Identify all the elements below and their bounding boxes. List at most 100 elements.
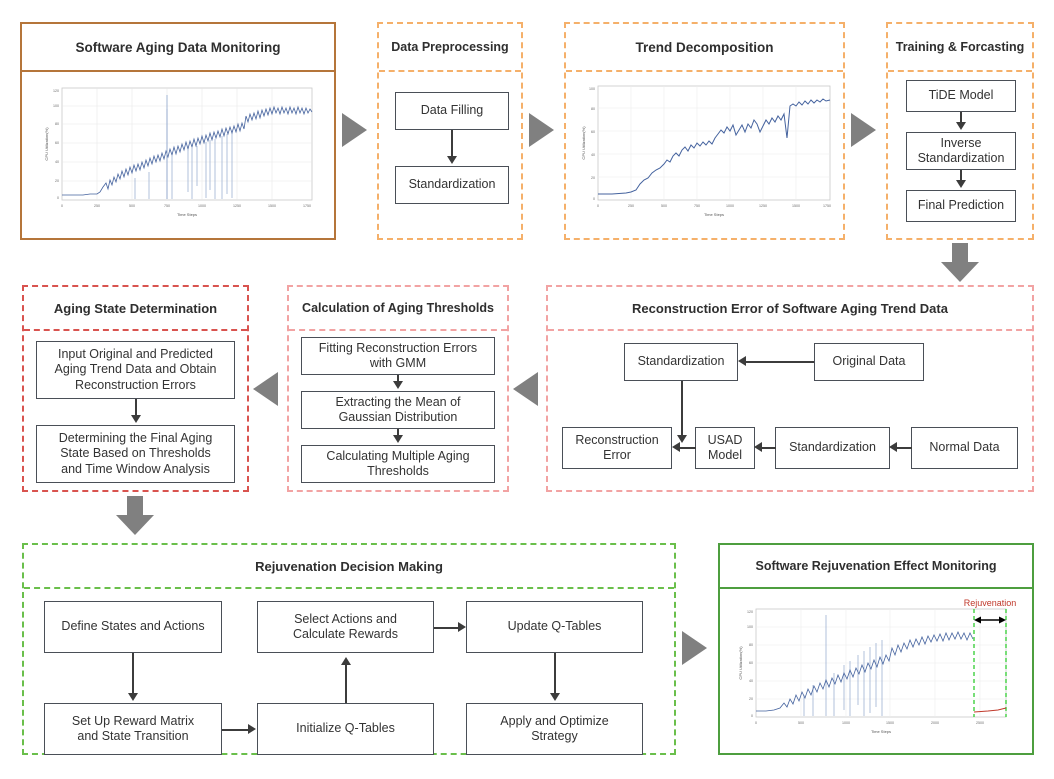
connector-original-to-standardization — [744, 361, 814, 363]
arrowhead-down-apply-optimize — [550, 693, 560, 701]
box-setup-reward-matrix[interactable]: Set Up Reward Matrix and State Transitio… — [44, 703, 222, 755]
connector-setup-to-initialize — [222, 729, 249, 731]
box-define-states-actions[interactable]: Define States and Actions — [44, 601, 222, 653]
arrowhead-down-training-1 — [956, 122, 966, 130]
connector-normal-to-standardization — [895, 447, 912, 449]
arrowhead-down-preprocessing — [447, 156, 457, 164]
box-update-q-tables[interactable]: Update Q-Tables — [466, 601, 643, 653]
svg-text:100: 100 — [747, 625, 753, 629]
connector-usad-to-recon-error — [678, 447, 696, 449]
svg-text:0: 0 — [61, 204, 63, 208]
arrowhead-down-aging-state — [131, 415, 141, 423]
box-inverse-standardization[interactable]: Inverse Standardization — [906, 132, 1016, 170]
arrowhead-down-thresholds-2 — [393, 435, 403, 443]
svg-text:1500: 1500 — [268, 204, 276, 208]
panel-body-preprocessing: Data Filling Standardization — [379, 72, 521, 238]
connector-thresholds-1 — [397, 375, 399, 383]
panel-title-rejuvenation-monitoring: Software Rejuvenation Effect Monitoring — [720, 545, 1032, 589]
panel-title-aging-state: Aging State Determination — [24, 287, 247, 331]
box-tide-model[interactable]: TiDE Model — [906, 80, 1016, 112]
svg-text:80: 80 — [591, 107, 595, 111]
box-calculating-multiple-thresholds[interactable]: Calculating Multiple Aging Thresholds — [301, 445, 495, 483]
box-select-actions-rewards[interactable]: Select Actions and Calculate Rewards — [257, 601, 434, 653]
svg-text:20: 20 — [591, 176, 595, 180]
box-final-prediction[interactable]: Final Prediction — [906, 190, 1016, 222]
svg-text:1500: 1500 — [792, 204, 800, 208]
box-fitting-reconstruction-errors[interactable]: Fitting Reconstruction Errors with GMM — [301, 337, 495, 375]
connector-define-to-setup — [132, 653, 134, 695]
connector-thresholds-2 — [397, 429, 399, 437]
connector-update-to-apply — [554, 653, 556, 695]
svg-text:Time Steps: Time Steps — [871, 729, 891, 734]
svg-text:750: 750 — [694, 204, 700, 208]
box-reconstruction-error[interactable]: Reconstruction Error — [562, 427, 672, 469]
arrow-head — [116, 515, 154, 535]
box-apply-optimize-strategy[interactable]: Apply and Optimize Strategy — [466, 703, 643, 755]
arrow-head — [941, 262, 979, 282]
svg-text:40: 40 — [749, 679, 753, 683]
box-standardization-normal[interactable]: Standardization — [775, 427, 890, 469]
box-input-original-predicted[interactable]: Input Original and Predicted Aging Trend… — [36, 341, 235, 399]
box-normal-data[interactable]: Normal Data — [911, 427, 1018, 469]
svg-text:2000: 2000 — [931, 721, 939, 725]
flow-arrow-trend-to-training — [851, 113, 876, 147]
flow-arrow-monitoring-to-preprocessing — [342, 113, 367, 147]
connector-standardization-to-usad — [760, 447, 776, 449]
panel-title-preprocessing: Data Preprocessing — [379, 24, 521, 72]
svg-text:0: 0 — [593, 197, 595, 201]
panel-title-thresholds: Calculation of Aging Thresholds — [289, 287, 507, 331]
box-standardization-preprocessing[interactable]: Standardization — [395, 166, 509, 204]
svg-text:60: 60 — [591, 130, 595, 134]
svg-text:500: 500 — [129, 204, 135, 208]
connector-standardization-down — [681, 381, 683, 437]
flow-arrow-decision-to-effect-monitoring — [682, 631, 707, 665]
svg-text:100: 100 — [53, 104, 59, 108]
box-extracting-mean-gaussian[interactable]: Extracting the Mean of Gaussian Distribu… — [301, 391, 495, 429]
arrowhead-right-update-q — [458, 622, 466, 632]
svg-text:250: 250 — [628, 204, 634, 208]
svg-text:1250: 1250 — [233, 204, 241, 208]
arrowhead-down-define-setup — [128, 693, 138, 701]
connector-tide-to-inverse — [960, 112, 962, 124]
panel-data-preprocessing: Data Preprocessing Data Filling Standard… — [377, 22, 523, 240]
svg-text:1000: 1000 — [842, 721, 850, 725]
flow-arrow-training-to-recon-error — [941, 243, 979, 283]
box-data-filling[interactable]: Data Filling — [395, 92, 509, 130]
box-initialize-q-tables[interactable]: Initialize Q-Tables — [257, 703, 434, 755]
svg-text:0: 0 — [57, 196, 59, 200]
svg-text:1500: 1500 — [886, 721, 894, 725]
svg-text:1750: 1750 — [823, 204, 831, 208]
box-usad-model[interactable]: USAD Model — [695, 427, 755, 469]
box-original-data[interactable]: Original Data — [814, 343, 924, 381]
svg-text:120: 120 — [747, 610, 753, 614]
arrowhead-up-select-actions — [341, 657, 351, 665]
svg-text:CPU Utilization(%): CPU Utilization(%) — [44, 127, 49, 161]
svg-text:CPU Utilization(%): CPU Utilization(%) — [738, 646, 743, 680]
svg-text:Rejuvenation: Rejuvenation — [964, 598, 1017, 608]
svg-text:2500: 2500 — [976, 721, 984, 725]
box-standardization-original[interactable]: Standardization — [624, 343, 738, 381]
svg-text:40: 40 — [55, 160, 59, 164]
svg-text:1000: 1000 — [726, 204, 734, 208]
flow-arrow-preprocessing-to-trend — [529, 113, 554, 147]
svg-text:1000: 1000 — [198, 204, 206, 208]
svg-text:20: 20 — [55, 179, 59, 183]
box-determining-final-aging-state[interactable]: Determining the Final Aging State Based … — [36, 425, 235, 483]
svg-text:80: 80 — [55, 122, 59, 126]
panel-rejuvenation-decision-making: Rejuvenation Decision Making Define Stat… — [22, 543, 676, 755]
connector-inverse-to-final — [960, 170, 962, 182]
svg-text:20: 20 — [749, 697, 753, 701]
svg-text:80: 80 — [749, 643, 753, 647]
svg-text:250: 250 — [94, 204, 100, 208]
panel-body-aging-state: Input Original and Predicted Aging Trend… — [24, 331, 247, 490]
connector-select-to-update — [434, 627, 460, 629]
panel-title-trend: Trend Decomposition — [566, 24, 843, 72]
svg-text:Time Steps: Time Steps — [177, 212, 197, 217]
svg-text:1750: 1750 — [303, 204, 311, 208]
arrowhead-down-thresholds-1 — [393, 381, 403, 389]
svg-text:120: 120 — [53, 89, 59, 93]
